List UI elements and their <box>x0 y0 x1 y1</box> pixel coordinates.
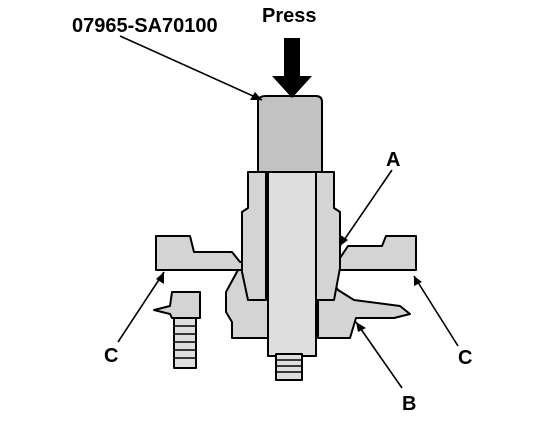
arrow-down-icon <box>272 38 312 98</box>
wheel-bolt-thread <box>174 325 196 359</box>
arrowhead-a <box>339 234 348 246</box>
arrowhead-b <box>356 322 366 332</box>
tool-number-label: 07965-SA70100 <box>72 15 218 37</box>
press-label: Press <box>262 5 317 27</box>
shaft-thread <box>275 353 303 381</box>
label-a: A <box>386 149 400 171</box>
arrowhead-tool <box>250 92 262 100</box>
press-tool <box>257 95 323 173</box>
shaft-thread-lines <box>276 359 302 373</box>
leader-c-left <box>117 271 165 343</box>
hub-shaft <box>267 171 317 357</box>
arrowhead-c-right <box>414 276 422 286</box>
bearing-sleeve-right <box>315 171 341 301</box>
wheel-bolt-shank <box>173 317 197 369</box>
label-b: B <box>402 393 416 415</box>
leader-tool <box>119 35 263 101</box>
arrowhead-c-left <box>156 272 164 284</box>
leader-c-right <box>413 275 459 347</box>
bearing-sleeve-left <box>241 171 267 301</box>
label-c-right: C <box>458 347 472 369</box>
label-c-left: C <box>104 345 118 367</box>
leader-b <box>355 321 403 389</box>
leader-a <box>339 169 393 247</box>
wheel-bolt-head <box>153 291 201 319</box>
hub-flange-left <box>155 235 251 271</box>
